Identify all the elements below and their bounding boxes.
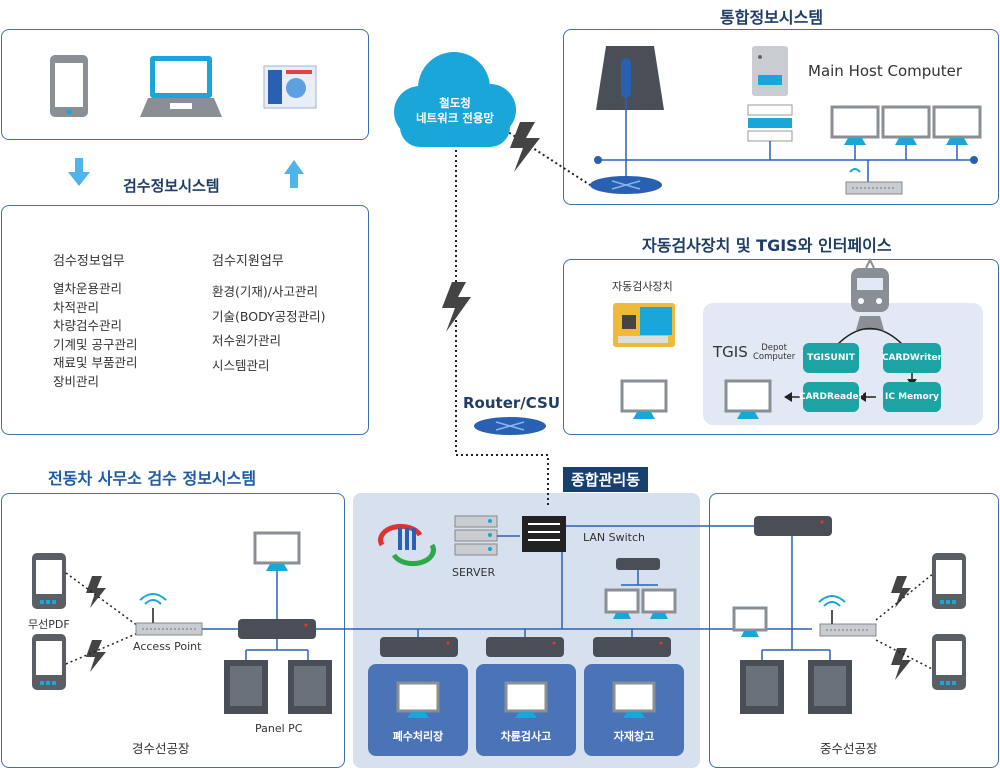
lan-switch-label: LAN Switch [583,531,645,544]
light-repair-factory-label: 경수선공장 [132,741,190,756]
room-label: 폐수처리장 [392,730,444,743]
room-warehouse: 자재창고 [584,664,684,756]
office-title: 전동차 사무소 검수 정보시스템 [48,469,257,488]
room-label: 차륜검사고 [500,730,552,743]
col2-heading: 검수지원업무 [212,254,284,269]
inspection-system-title: 검수정보시스템 [123,177,220,195]
access-point-label: Access Point [133,640,202,653]
heavy-repair-factory-label: 중수선공장 [820,741,878,756]
router-csu-label: Router/CSU [463,394,561,412]
main-host-label: Main Host Computer [808,62,963,80]
list-item: 기계및 공구관리 [53,336,138,352]
col1-heading: 검수정보업무 [53,254,125,269]
server-label: SERVER [452,566,496,579]
integrated-system-title: 통합정보시스템 [720,8,824,27]
pda-label: 무선PDF [28,618,70,631]
cloud-line1: 철도청 [439,96,471,110]
inspection-info-panel [1,205,369,435]
center-building-tag: 종합관리동 [563,467,649,492]
list-item: 저수원가관리 [212,333,282,348]
room-wheel-inspection: 차륜검사고 [476,664,576,756]
auto-inspect-title: 자동검사장치 및 TGIS와 인터페이스 [642,236,892,255]
list-item: 환경(기재)/사고관리 [212,284,318,299]
panel-pc-label: Panel PC [255,722,303,735]
list-item: 재료및 부품관리 [53,355,138,370]
cloud-label: 철도청 네트워크 전용망 [400,96,510,126]
auto-device-label: 자동검사장치 [612,280,673,293]
list-item: 열차운용관리 [53,281,123,296]
col1-list: 열차운용관리 차적관리 차량검수관리 기계및 공구관리 재료및 부품관리 장비관… [53,280,137,391]
depot-computer-label: Depot Computer [753,343,796,362]
list-item: 장비관리 [53,373,100,389]
tgis-label: TGIS [713,343,748,361]
list-item: 기술(BODY공정관리) [212,308,326,324]
ic-memory-block: IC Memory [883,382,941,412]
room-label: 자재창고 [613,730,655,743]
cloud-line2: 네트워크 전용망 [415,111,495,125]
list-item: 차적관리 [53,299,100,315]
list-item: 차량검수관리 [53,318,123,333]
room-wastewater: 폐수처리장 [368,664,468,756]
list-item: 시스템관리 [212,357,270,373]
col2-list: 환경(기재)/사고관리 기술(BODY공정관리) 저수원가관리 시스템관리 [212,280,326,378]
